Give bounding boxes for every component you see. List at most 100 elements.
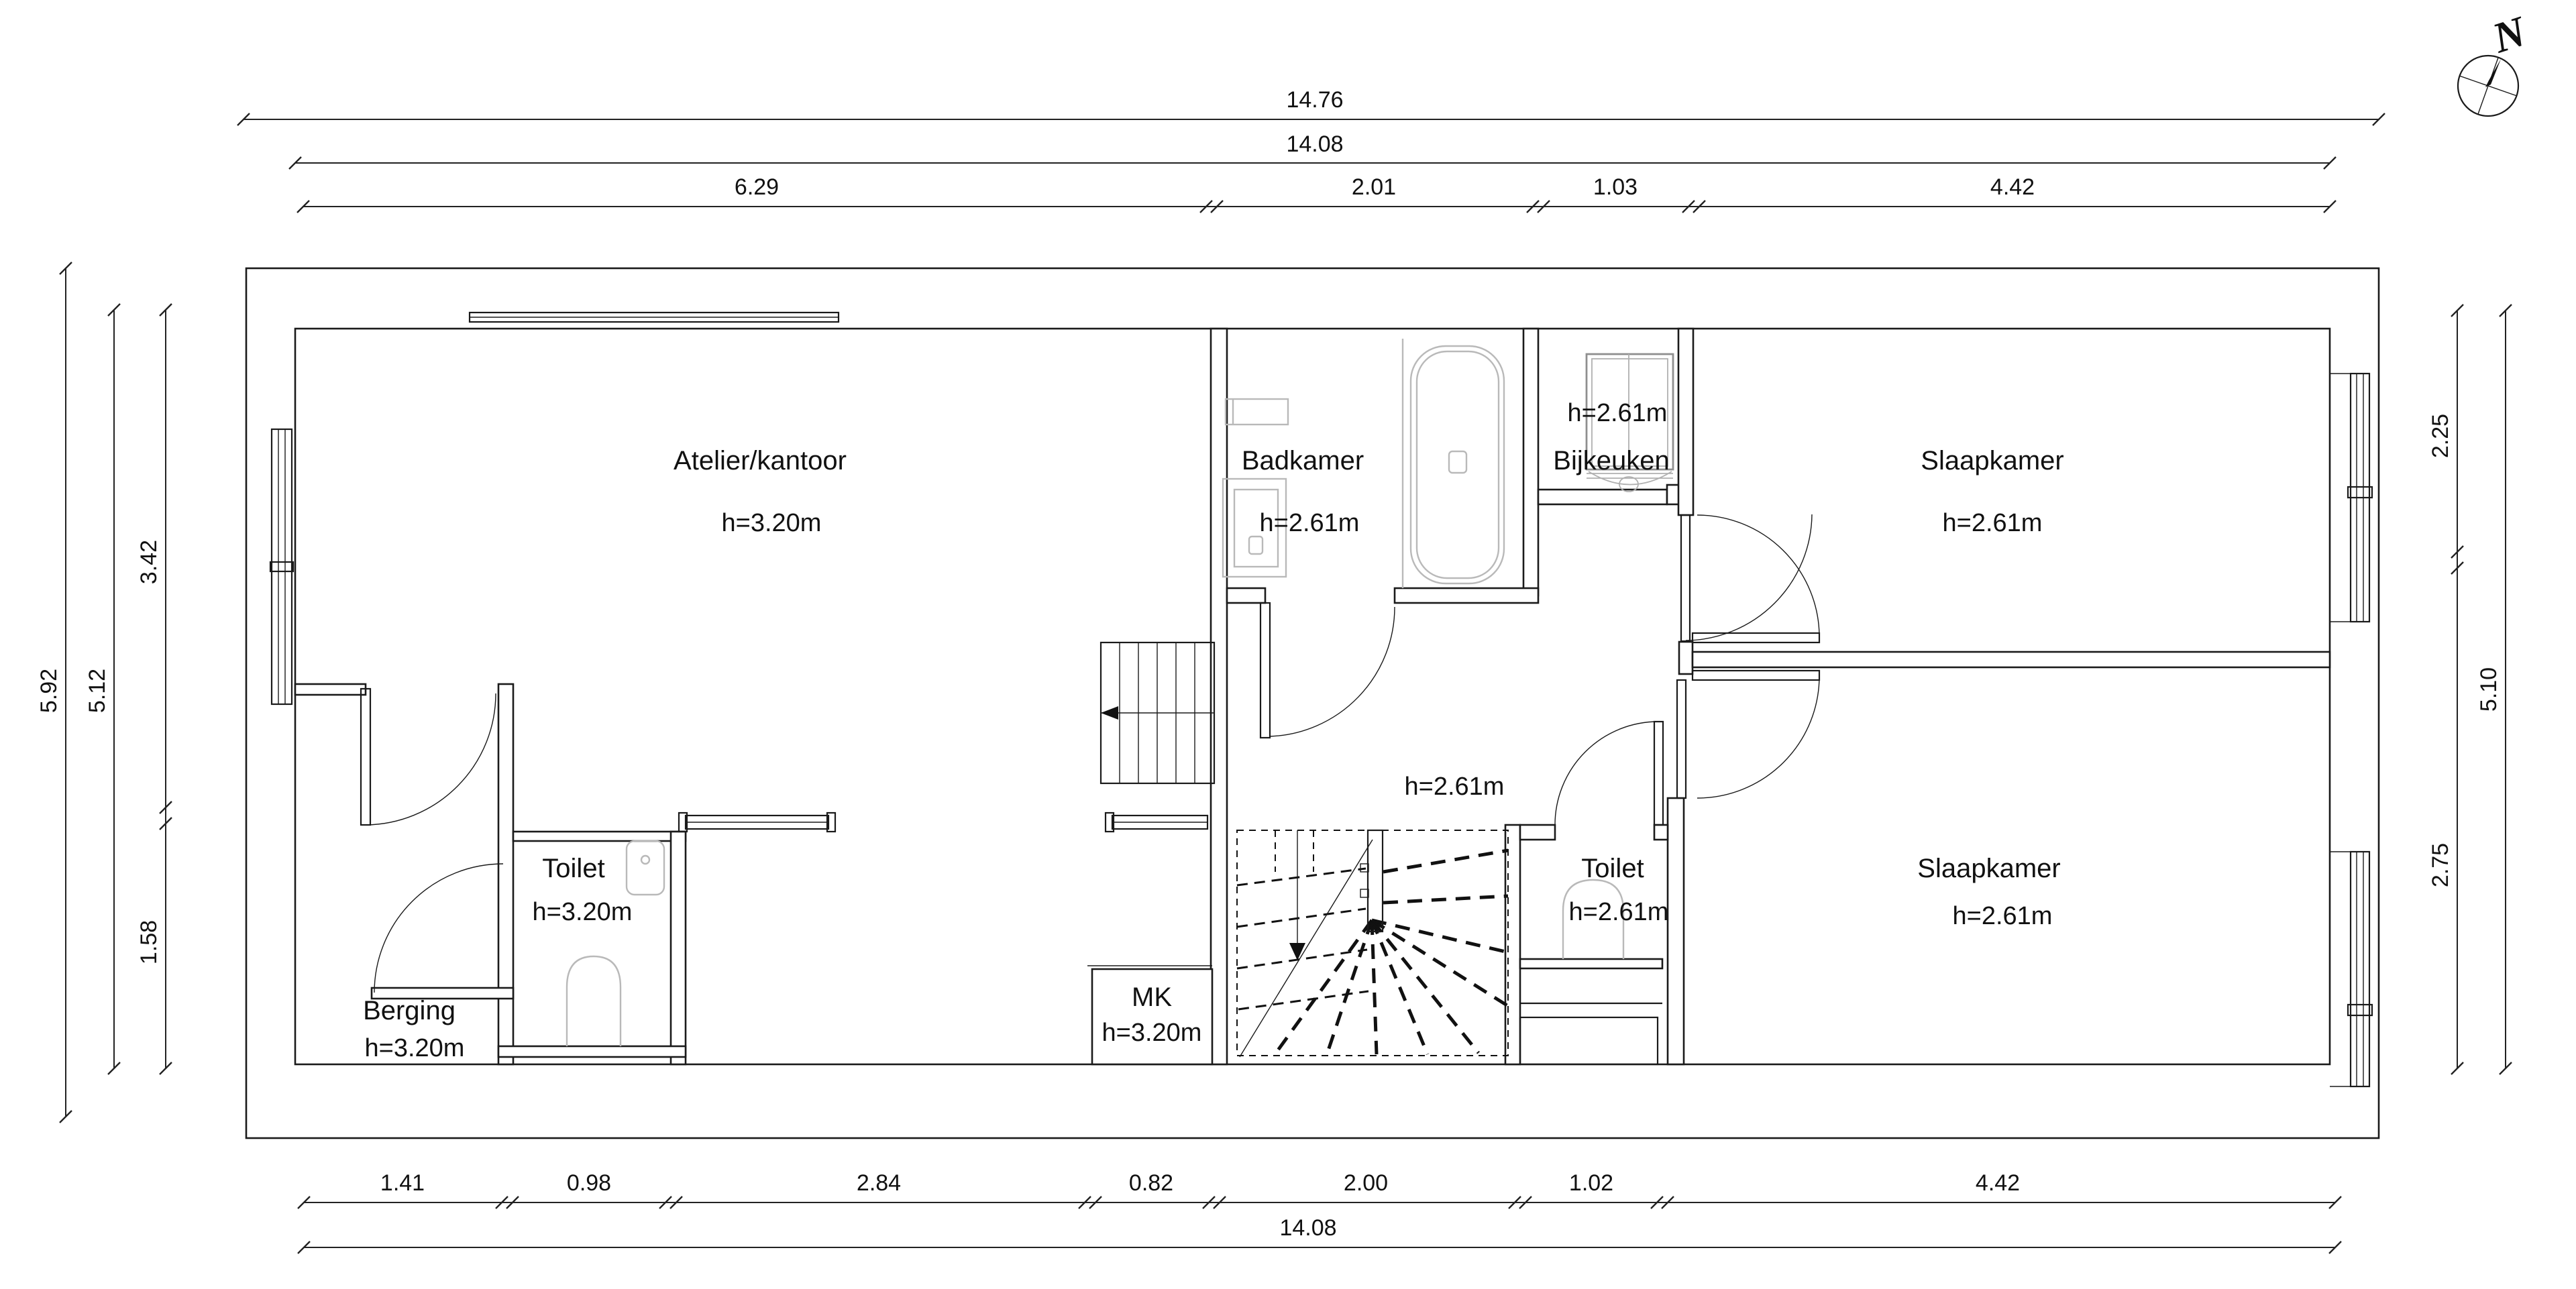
window-left-icon: [269, 428, 294, 706]
room-height-badkamer: h=2.61m: [1260, 509, 1360, 537]
doors: [360, 514, 1821, 993]
wall-toilet-l-south: [497, 1045, 687, 1058]
dim-label-bot-seg6: 1.02: [1569, 1170, 1613, 1196]
wall-atelier-south-stub: [294, 683, 367, 696]
room-label-toilet-links: Toilet: [542, 854, 604, 883]
dim-label-left-overall: 5.92: [36, 669, 62, 713]
room-label-badkamer: Badkamer: [1242, 446, 1364, 475]
north-circle-icon: [2457, 54, 2520, 117]
dim-label-right-seg1: 2.25: [2428, 414, 2453, 458]
room-height-bijkeuken: h=2.61m: [1568, 399, 1668, 427]
stair-walk-arrow: [1289, 943, 1305, 960]
dim-label-top-seg1: 6.29: [735, 174, 779, 200]
wall-bijkeuken-east: [1677, 327, 1695, 516]
fixtures: [566, 339, 1674, 1046]
room-label-berging: Berging: [363, 996, 455, 1025]
wall-central-spine: [1210, 327, 1228, 1066]
room-height-slaapkamer-1: h=2.61m: [1943, 509, 2043, 537]
door-atelier: [360, 687, 496, 826]
dim-label-bot-seg7: 4.42: [1976, 1170, 2020, 1196]
room-height-toilet-rechts: h=2.61m: [1569, 898, 1669, 926]
dimension-lines: 14.76 14.08 6.29 2.01 1.03 4.42 1.41 0.9…: [36, 87, 2512, 1254]
room-label-slaapkamer-1: Slaapkamer: [1921, 446, 2063, 475]
room-label-toilet-rechts: Toilet: [1581, 854, 1644, 883]
door-badkamer: [1259, 602, 1395, 739]
north-label: N: [2486, 7, 2532, 62]
toilet-left-bowl-icon: [566, 955, 622, 1046]
room-height-slaapkamer-2: h=2.61m: [1953, 902, 2053, 930]
dim-bottom: 1.41 0.98 2.84 0.82 2.00 1.02 4.42 14.08: [297, 1170, 2342, 1254]
room-height-atelier: h=3.20m: [722, 509, 822, 537]
toilet-left-basin-icon: [625, 840, 665, 896]
wall-slaapkamer-divider: [1691, 651, 2331, 669]
window-top-icon: [468, 311, 840, 323]
room-height-toilet-links: h=3.20m: [533, 898, 633, 926]
dim-label-left-inner: 5.12: [85, 669, 110, 713]
wall-berging-north: [370, 987, 515, 1000]
interior-walls: [294, 327, 2331, 1066]
dim-label-bot-inner: 14.08: [1279, 1215, 1336, 1241]
dim-label-top-inner: 14.08: [1286, 131, 1343, 157]
dim-label-bot-seg4: 0.82: [1129, 1170, 1173, 1196]
boiler-icon: [1585, 353, 1674, 492]
dim-label-top-overall: 14.76: [1286, 87, 1343, 113]
room-height-mk: h=3.20m: [1102, 1019, 1202, 1047]
dim-label-right-seg2: 2.75: [2428, 843, 2453, 887]
door-bijkeuken: [1680, 514, 1813, 642]
stair-walk-line: [1239, 839, 1373, 1058]
wall-mk-box: [1091, 968, 1214, 1066]
wall-toilet-r-north-jamb: [1653, 824, 1669, 841]
dim-label-bot-seg1: 1.41: [380, 1170, 425, 1196]
wall-toilet-l-east: [669, 830, 687, 1066]
room-label-mk: MK: [1132, 983, 1172, 1012]
door-berging: [374, 863, 504, 993]
inner-wall-face: [294, 327, 2331, 1066]
window-right-top-icon: [2330, 372, 2373, 623]
door-slaapkamer-1: [1691, 514, 1821, 644]
dim-label-bot-seg3: 2.84: [857, 1170, 901, 1196]
room-labels: Atelier/kantoor h=3.20m Badkamer h=2.61m…: [363, 399, 2064, 1062]
door-toilet-rechts: [1554, 720, 1664, 826]
dim-top: 14.76 14.08 6.29 2.01 1.03 4.42: [237, 87, 2385, 213]
room-label-atelier: Atelier/kantoor: [674, 446, 847, 475]
room-label-slaapkamer-2: Slaapkamer: [1917, 854, 2060, 883]
wall-toilet-l-west: [497, 683, 515, 1066]
wall-slaapkamer2-west: [1666, 797, 1685, 1066]
dim-label-top-seg4: 4.42: [1990, 174, 2035, 200]
wall-bijkeuken-south: [1537, 488, 1668, 506]
windows: [269, 311, 2373, 1088]
dim-label-left-seg1: 3.42: [136, 540, 162, 584]
wall-badkamer-south-right: [1393, 587, 1540, 604]
wall-badkamer-bijkeuken: [1522, 327, 1540, 597]
wall-toilet-r-south: [1519, 958, 1664, 970]
toilet-r-duct: [1519, 1016, 1659, 1066]
dim-label-top-seg3: 1.03: [1593, 174, 1638, 200]
dim-label-bot-seg5: 2.00: [1344, 1170, 1388, 1196]
wall-badkamer-south-left: [1226, 587, 1267, 604]
stair-void-railings: [678, 811, 1209, 833]
dim-label-top-seg2: 2.01: [1352, 174, 1396, 200]
north-arrow: N: [2457, 7, 2533, 117]
washbasin-badkamer-icon: [1222, 478, 1287, 578]
hall-height-label: h=2.61m: [1405, 773, 1505, 801]
radiator-icon: [1224, 398, 1289, 426]
window-right-bottom-icon: [2330, 850, 2373, 1088]
dim-right: 2.25 5.10 2.75: [2428, 304, 2512, 1075]
bathtub-icon: [1401, 339, 1505, 588]
toilet-right-bowl-icon: [1562, 879, 1625, 959]
stair-direction-arrow: [1101, 706, 1118, 720]
dim-label-right-inner: 5.10: [2476, 667, 2502, 712]
door-slaapkamer-2: [1676, 669, 1821, 799]
stair-upper-flight-dashed: [1236, 829, 1509, 1058]
wall-doorway-pier: [1678, 640, 1694, 675]
room-label-bijkeuken: Bijkeuken: [1553, 446, 1669, 475]
wall-stairwell-east: [1504, 824, 1521, 1066]
dim-left: 5.92 5.12 3.42 1.58: [36, 262, 172, 1123]
dim-label-bot-seg2: 0.98: [567, 1170, 611, 1196]
north-needle-icon: [2485, 59, 2501, 87]
stair-newel: [1366, 829, 1384, 933]
dim-label-left-seg2: 1.58: [136, 920, 162, 964]
outer-walls: [245, 267, 2380, 1139]
